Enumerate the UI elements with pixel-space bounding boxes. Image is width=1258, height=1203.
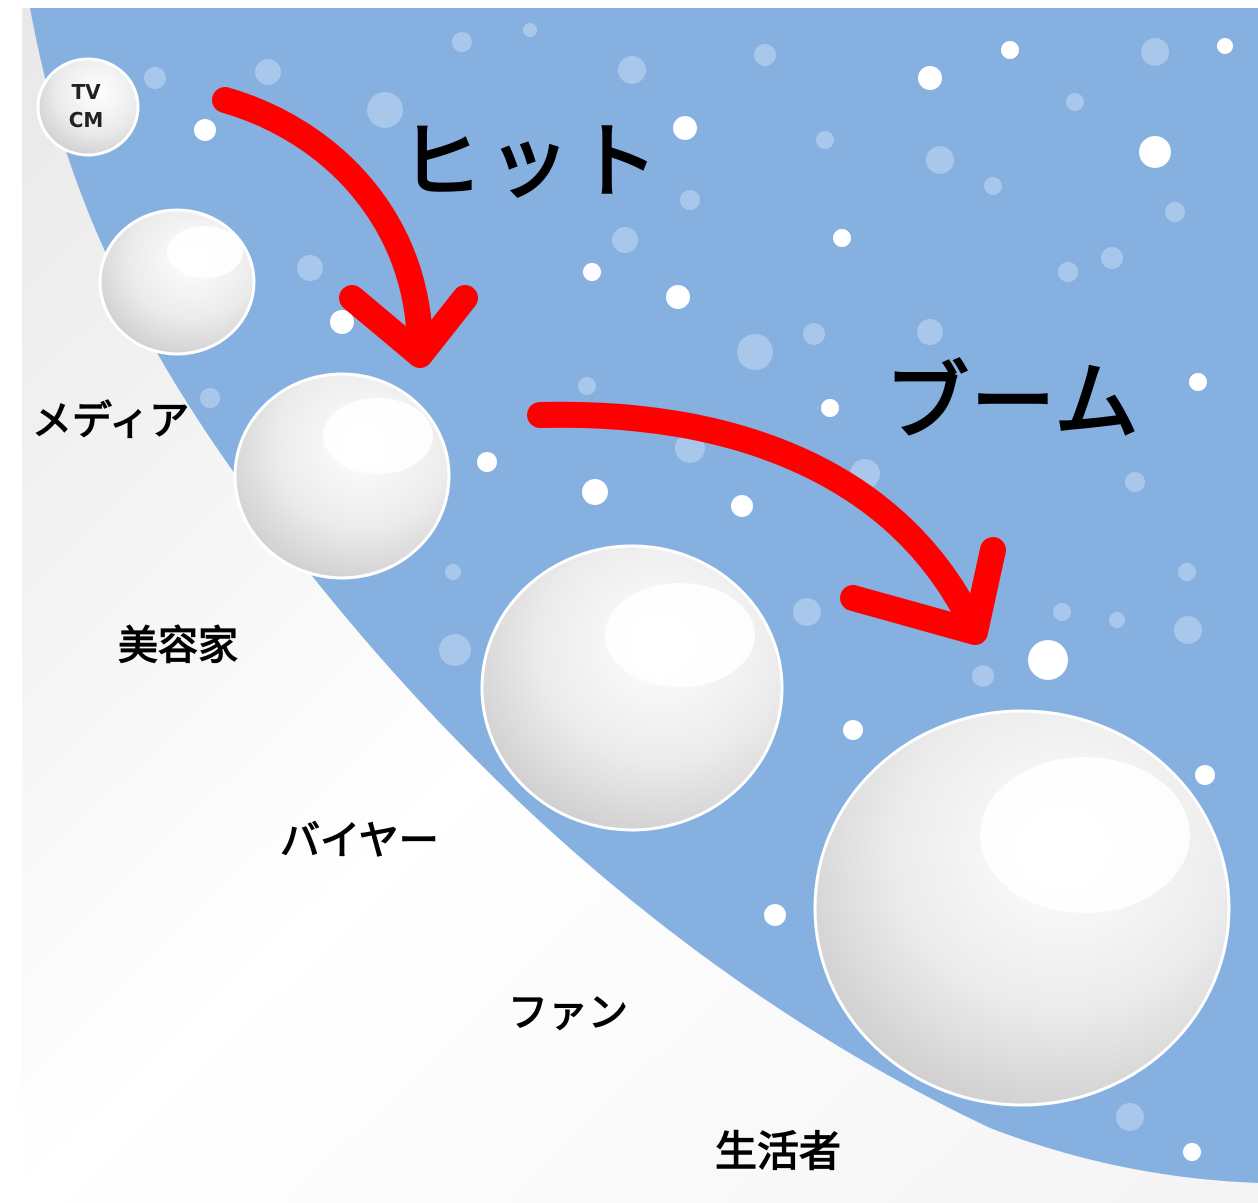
snowball-4	[813, 709, 1231, 1107]
stage-label-fan: ファン	[508, 990, 628, 1036]
snow-slope	[22, 8, 1258, 1203]
tv-cm-label: TV CM	[44, 78, 128, 134]
stage-label-beauty-expert: 美容家	[118, 623, 238, 669]
left-edge	[0, 0, 22, 1203]
stage-label-buyer: バイヤー	[280, 818, 439, 864]
snowball-tv-cm	[36, 57, 140, 157]
arrow-hit	[212, 87, 478, 368]
phase-label-boom: ブーム	[885, 353, 1141, 451]
phase-label-hit: ヒット	[400, 115, 665, 210]
snowball-2	[233, 372, 451, 580]
snowball-1	[98, 208, 256, 356]
tv-label-line2: CM	[68, 108, 104, 132]
snowball-3	[480, 544, 784, 832]
stage-label-media: メディア	[32, 398, 190, 444]
snowflakes	[144, 23, 1233, 1161]
stage-label-consumer: 生活者	[715, 1127, 842, 1176]
tv-label-line1: TV	[71, 80, 101, 104]
arrow-boom	[527, 401, 1006, 645]
